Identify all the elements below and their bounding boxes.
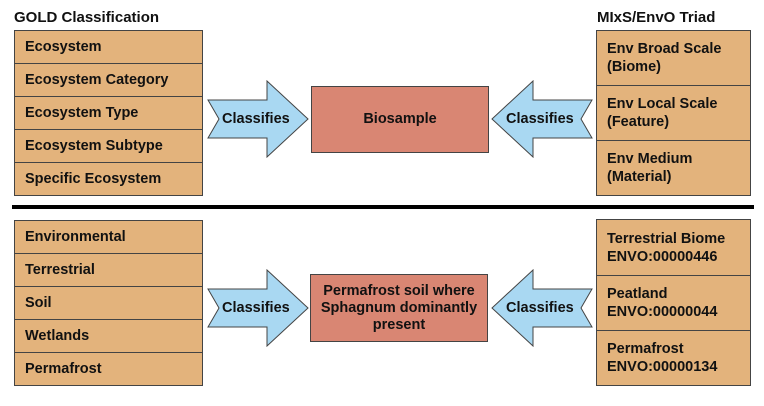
triad-item-detail: (Biome) <box>607 59 661 75</box>
arrow-label: Classifies <box>222 300 290 316</box>
arrow-label: Classifies <box>506 300 574 316</box>
biosample-label: Biosample <box>363 111 437 127</box>
sample-description-box: Permafrost soil where Sphagnum dominantl… <box>310 274 488 342</box>
classifies-arrow-left-example: Classifies <box>491 269 593 347</box>
triad-item-name: Env Local Scale <box>607 96 718 112</box>
gold-level: Specific Ecosystem <box>25 171 162 187</box>
gold-level: Ecosystem Subtype <box>15 130 202 163</box>
classifies-arrow-left: Classifies <box>491 80 593 158</box>
envo-term: Permafrost ENVO:00000134 <box>597 331 750 385</box>
mixs-envo-triad-heading: MIxS/EnvO Triad <box>597 9 716 26</box>
classifies-arrow-right-example: Classifies <box>207 269 309 347</box>
triad-item: Env Medium (Material) <box>597 141 750 195</box>
sample-description-line: Sphagnum dominantly <box>320 299 478 316</box>
gold-example-level: Soil <box>15 287 202 320</box>
triad-item: Env Local Scale (Feature) <box>597 86 750 141</box>
gold-example-level: Terrestrial <box>15 254 202 287</box>
gold-level: Ecosystem Category <box>15 64 202 97</box>
gold-example-level: Wetlands <box>15 320 202 353</box>
gold-classification-heading: GOLD Classification <box>14 9 160 26</box>
envo-term-id: ENVO:00000044 <box>607 304 718 320</box>
arrow-label: Classifies <box>506 111 574 127</box>
envo-term-name: Terrestrial Biome <box>607 230 726 247</box>
triad-item-name: Env Medium <box>607 151 693 167</box>
right-arrow-shape <box>207 80 309 158</box>
left-arrow-shape <box>491 80 593 158</box>
envo-term-id: ENVO:00000134 <box>607 359 718 375</box>
envo-example-stack: Terrestrial Biome ENVO:00000446 Peatland… <box>596 219 751 386</box>
gold-example-stack: Environmental Terrestrial Soil Wetlands … <box>14 220 203 386</box>
envo-term-name: Peatland <box>607 286 668 302</box>
gold-level: Ecosystem <box>15 31 202 64</box>
classifies-arrow-right: Classifies <box>207 80 309 158</box>
gold-classification-stack: Ecosystem Ecosystem Category Ecosystem T… <box>14 30 203 196</box>
envo-term: Peatland ENVO:00000044 <box>597 276 750 331</box>
section-divider <box>12 205 754 209</box>
triad-item-detail: (Material) <box>607 169 672 185</box>
envo-term-name: Permafrost <box>607 341 684 357</box>
gold-level: Ecosystem Type <box>15 97 202 130</box>
sample-description-line: Permafrost soil where <box>323 282 475 299</box>
envo-term: Terrestrial Biome ENVO:00000446 <box>597 220 750 276</box>
gold-example-level: Permafrost <box>25 361 102 377</box>
right-arrow-shape <box>207 269 309 347</box>
triad-item-detail: (Feature) <box>607 114 670 130</box>
biosample-box: Biosample <box>311 86 489 153</box>
mixs-triad-stack: Env Broad Scale (Biome) Env Local Scale … <box>596 30 751 196</box>
triad-item-name: Env Broad Scale <box>607 41 722 57</box>
sample-description-line: present <box>372 316 426 333</box>
envo-term-id: ENVO:00000446 <box>607 248 718 265</box>
left-arrow-shape <box>491 269 593 347</box>
arrow-label: Classifies <box>222 111 290 127</box>
triad-item: Env Broad Scale (Biome) <box>597 31 750 86</box>
gold-example-level: Environmental <box>15 221 202 254</box>
